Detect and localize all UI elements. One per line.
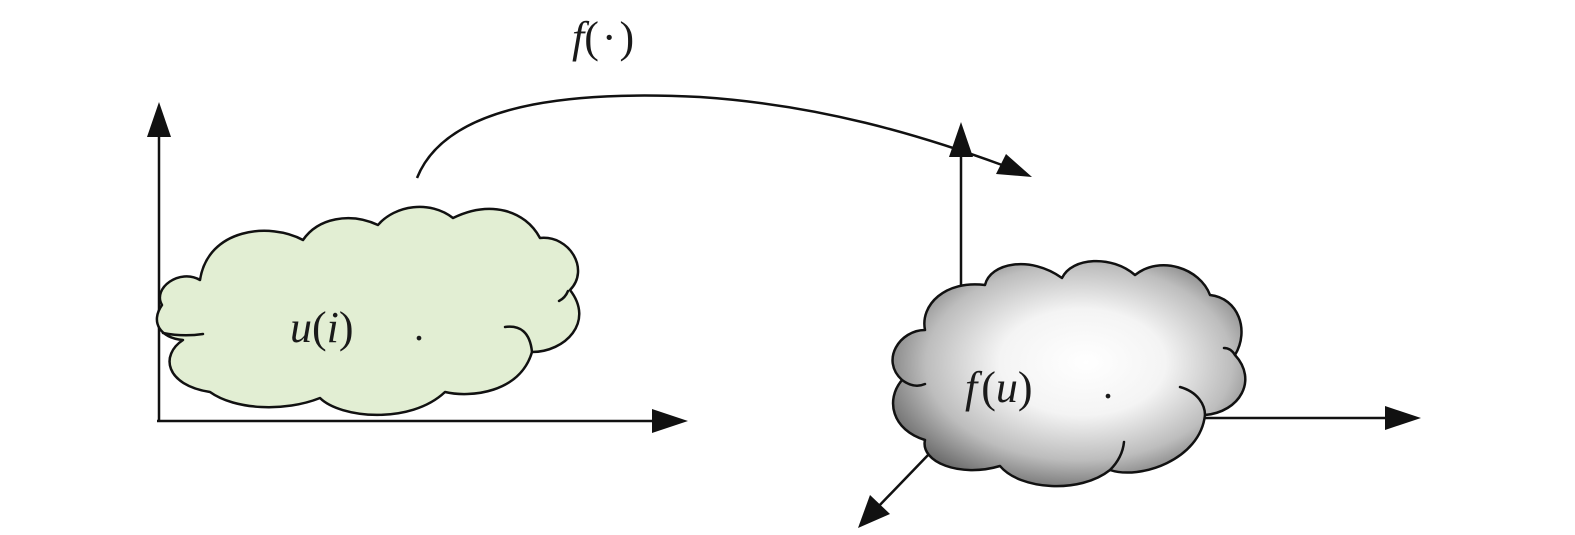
output-cloud-inner-line [1178, 385, 1207, 417]
input-y-axis-arrowhead [147, 102, 171, 137]
mapping-arrowhead [996, 154, 1032, 177]
input-x-axis-arrowhead [652, 409, 688, 433]
input-space: u(i) . [147, 102, 688, 433]
output-cloud-inner-line [1222, 346, 1237, 357]
input-cloud-dot: . [414, 304, 424, 349]
input-cloud [155, 205, 581, 417]
output-cloud-inner-line [1108, 440, 1126, 472]
output-space: f(u) . [858, 122, 1421, 528]
mapping-arrow [415, 94, 1032, 179]
output-cloud [891, 259, 1247, 488]
output-cloud-label: f(u) [965, 363, 1033, 412]
input-cloud-inner-line [557, 289, 570, 303]
output-cloud-dot: . [1103, 362, 1113, 407]
mapping-label: f(·) [572, 13, 634, 62]
input-cloud-label: u(i) [290, 303, 354, 352]
mapping-curve [415, 94, 1003, 179]
output-cloud-inner-line [900, 378, 927, 387]
output-x-axis-arrowhead [1385, 406, 1421, 430]
output-z-axis-arrowhead [949, 122, 973, 157]
input-cloud-inner-line [503, 325, 534, 354]
input-cloud-inner-line [161, 331, 205, 337]
output-diagonal-axis [875, 452, 931, 510]
output-diagonal-axis-arrowhead [858, 495, 890, 528]
